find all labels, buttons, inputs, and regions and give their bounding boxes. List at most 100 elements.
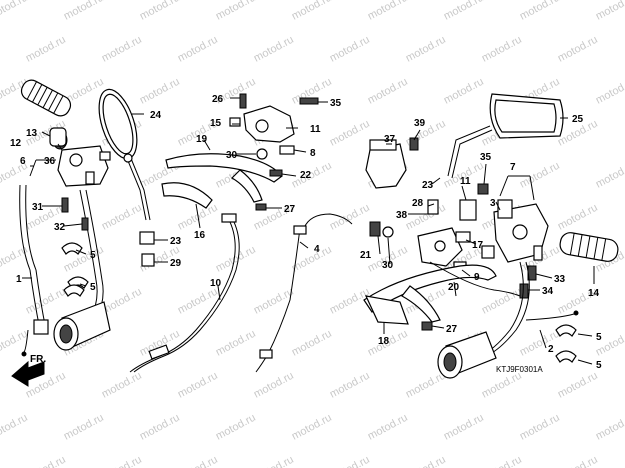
clutch-cable [129, 213, 240, 373]
watermark-text: motod.ru [518, 160, 562, 191]
watermark-text: motod.ru [290, 0, 334, 23]
watermark-text: motod.ru [176, 454, 220, 468]
callout-32: 32 [54, 222, 66, 233]
callout-6: 6 [20, 156, 26, 167]
callout-15: 15 [210, 118, 222, 129]
watermark-text: motod.ru [100, 34, 144, 65]
watermark-text: motod.ru [138, 76, 182, 107]
watermark-text: motod.ru [138, 412, 182, 443]
watermark-text: motod.ru [328, 370, 372, 401]
watermark-text: motod.ru [518, 0, 562, 23]
watermark-text: motod.ru [328, 202, 372, 233]
callout-27-left: 27 [284, 204, 296, 215]
watermark-text: motod.ru [62, 0, 106, 23]
watermark-text: motod.ru [442, 76, 486, 107]
watermark-text: motod.ru [0, 244, 30, 275]
lever-grip-cover [161, 182, 213, 209]
callout-2: 2 [548, 344, 554, 355]
callout-13: 13 [26, 128, 38, 139]
callout-22: 22 [300, 170, 312, 181]
watermark-text: motod.ru [252, 34, 296, 65]
watermark-text: motod.ru [480, 454, 524, 468]
watermark-text: motod.ru [366, 76, 410, 107]
watermark-text: motod.ru [594, 0, 625, 23]
callout-5-right-upper: 5 [596, 332, 602, 343]
watermark-text: motod.ru [24, 454, 68, 468]
right-switch-housing [481, 199, 549, 263]
watermark-text: motod.ru [518, 412, 562, 443]
callout-29: 29 [170, 258, 182, 269]
watermark-text: motod.ru [404, 454, 448, 468]
watermark-text: motod.ru [328, 34, 372, 65]
callout-4: 4 [314, 244, 320, 255]
callout-23-right: 23 [422, 180, 434, 191]
watermark-text: motod.ru [252, 454, 296, 468]
callout-10: 10 [210, 278, 222, 289]
leader-lines [22, 97, 595, 365]
callout-3: 3 [490, 198, 496, 209]
right-wire-harness [429, 261, 579, 379]
watermark-text: motod.ru [328, 454, 372, 468]
watermark-text: motod.ru [176, 370, 220, 401]
callout-5-left-lower: 5 [90, 282, 96, 293]
callout-27-right: 27 [446, 324, 458, 335]
watermark-text: motod.ru [100, 454, 144, 468]
lever-grip-cover [364, 295, 409, 325]
watermark-text: motod.ru [138, 0, 182, 23]
watermark-text: motod.ru [404, 202, 448, 233]
watermark-text: motod.ru [290, 412, 334, 443]
bar-end-weight [49, 127, 68, 150]
watermark-text: motod.ru [290, 328, 334, 359]
watermark-text: motod.ru [0, 412, 30, 443]
brake-lever [363, 264, 497, 323]
watermark-text: motod.ru [214, 412, 258, 443]
callout-36: 36 [44, 156, 56, 167]
watermark-text: motod.ru [252, 370, 296, 401]
left-grip [20, 79, 72, 117]
callout-14: 14 [588, 288, 600, 299]
callout-31: 31 [32, 202, 44, 213]
watermark-text: motod.ru [594, 76, 625, 107]
watermark-text: motod.ru [442, 0, 486, 23]
watermark-text: motod.ru [176, 34, 220, 65]
watermark-text: motod.ru [480, 34, 524, 65]
watermark-text: motod.ru [480, 370, 524, 401]
callout-17: 17 [472, 240, 484, 251]
callout-33: 33 [554, 274, 566, 285]
watermark-text: motod.ru [556, 370, 600, 401]
callout-28: 28 [412, 198, 424, 209]
left-wire-harness [19, 184, 111, 357]
callout-19: 19 [196, 134, 208, 145]
callout-30-right: 30 [382, 260, 394, 271]
callout-37: 37 [384, 134, 396, 145]
callout-35-right: 35 [480, 152, 492, 163]
watermark-text: motod.ru [176, 286, 220, 317]
watermark-text: motod.ru [556, 34, 600, 65]
watermark-text: motod.ru [214, 0, 258, 23]
callout-35-left: 35 [330, 98, 342, 109]
callout-25: 25 [572, 114, 584, 125]
watermark-text: motod.ru [480, 286, 524, 317]
watermark-text: motod.ru [100, 370, 144, 401]
watermark-text: motod.ru [24, 286, 68, 317]
callout-11-left: 11 [310, 124, 321, 135]
callout-16: 16 [194, 230, 206, 241]
watermark-text: motod.ru [556, 454, 600, 468]
direction-arrow: FR. [11, 354, 46, 387]
screw [255, 203, 267, 211]
callout-7: 7 [510, 162, 516, 173]
callout-12: 12 [10, 138, 22, 149]
callout-23-left: 23 [170, 236, 182, 247]
watermark-text: motod.ru [62, 412, 106, 443]
mirror-adapter [139, 231, 155, 267]
throttle-cable [255, 213, 353, 373]
watermark-text: motod.ru [366, 0, 410, 23]
throttle-grip [559, 232, 619, 262]
screw [421, 321, 433, 331]
lever-bracket [229, 93, 319, 177]
callout-11-right: 11 [460, 176, 471, 187]
left-mirror [98, 88, 151, 221]
watermark-text: motod.ru [214, 328, 258, 359]
callout-24: 24 [150, 110, 162, 121]
